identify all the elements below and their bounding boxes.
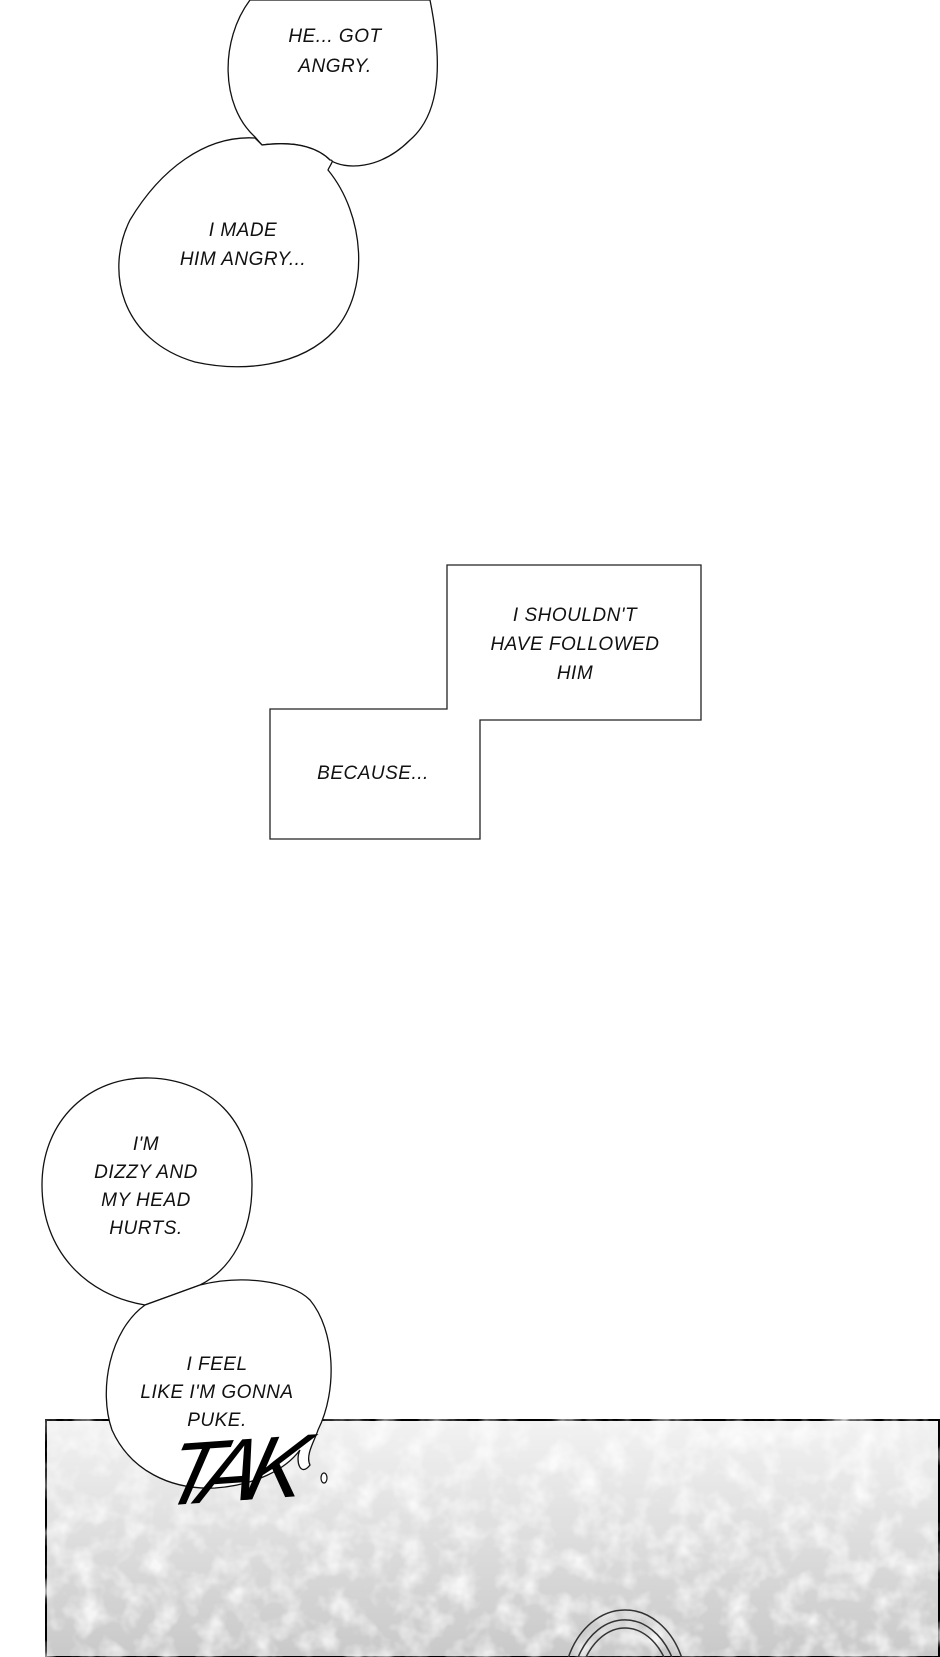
thought-dot — [320, 1472, 328, 1484]
round-object — [567, 1609, 683, 1657]
caption-2-text: BECAUSE... — [317, 763, 429, 784]
